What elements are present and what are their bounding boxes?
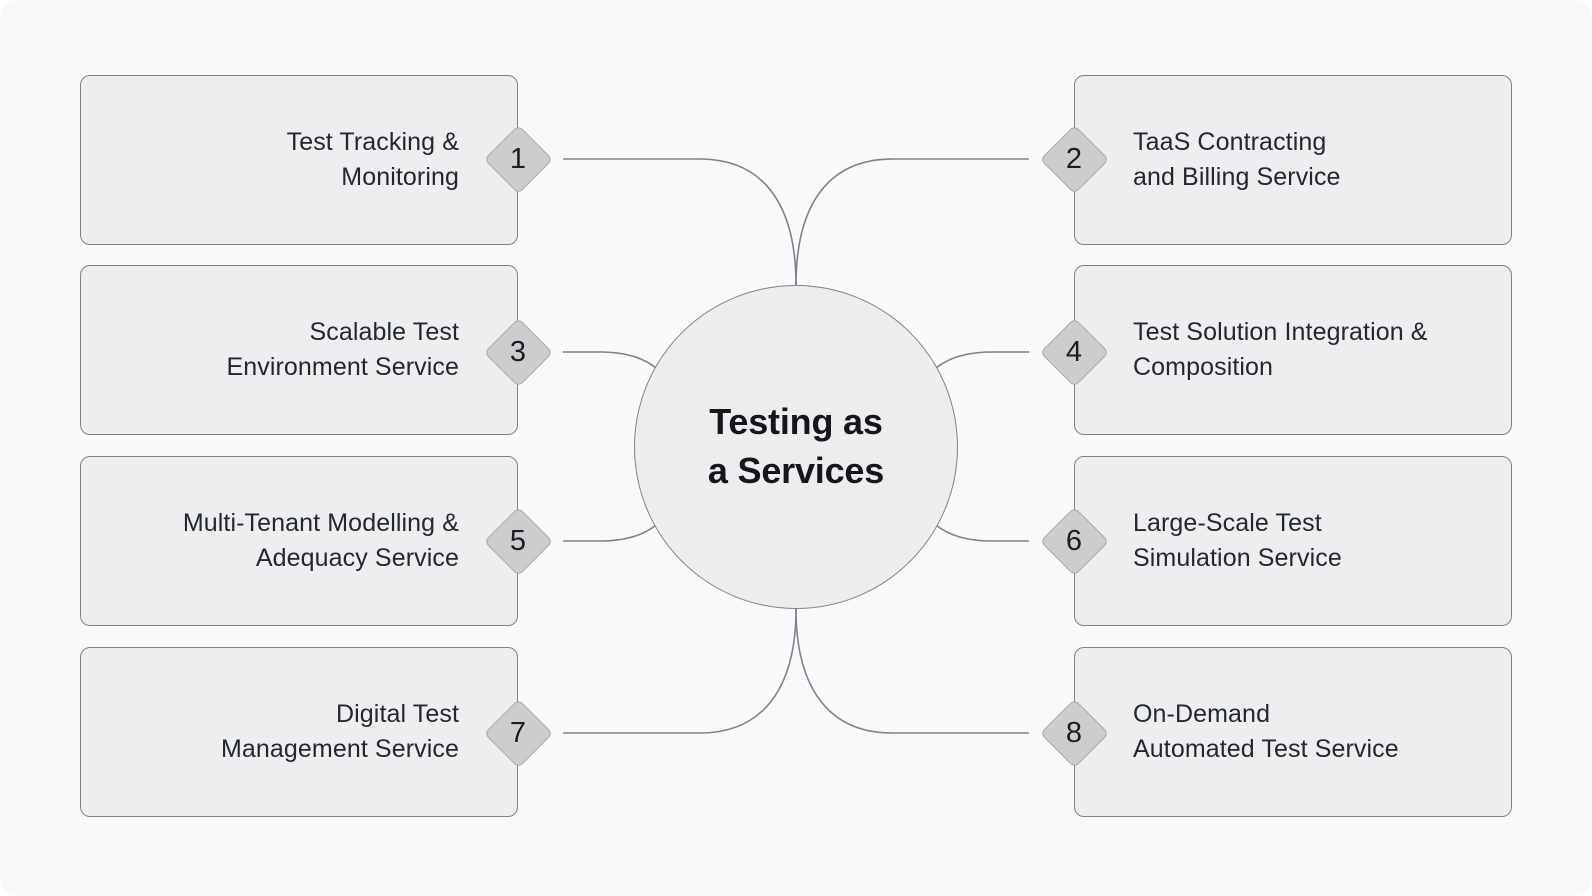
node-badge-number-2: 2 — [1065, 142, 1083, 175]
node-badge-4[interactable]: 4 — [1041, 319, 1107, 385]
node-badge-number-6: 6 — [1065, 524, 1083, 557]
node-badge-5[interactable]: 5 — [485, 508, 551, 574]
node-box-7[interactable]: Digital Test Management Service — [80, 647, 518, 817]
node-badge-2[interactable]: 2 — [1041, 126, 1107, 192]
node-label-7: Digital Test Management Service — [220, 699, 459, 764]
node-label-4: Test Solution Integration & Composition — [1133, 317, 1428, 382]
node-label-2: TaaS Contracting and Billing Service — [1133, 127, 1341, 192]
node-label-8: On-Demand Automated Test Service — [1133, 699, 1399, 764]
node-badge-6[interactable]: 6 — [1041, 508, 1107, 574]
connector-2 — [795, 158, 1029, 286]
node-badge-1[interactable]: 1 — [485, 126, 551, 192]
connector-7 — [563, 608, 797, 734]
node-badge-number-8: 8 — [1065, 716, 1083, 749]
node-box-1[interactable]: Test Tracking & Monitoring — [80, 75, 518, 245]
center-hub[interactable]: Testing as a Services — [634, 285, 958, 609]
hub-title: Testing as a Services — [707, 401, 885, 491]
node-box-3[interactable]: Scalable Test Environment Service — [80, 265, 518, 435]
node-badge-8[interactable]: 8 — [1041, 700, 1107, 766]
node-badge-number-1: 1 — [509, 142, 527, 175]
node-box-5[interactable]: Multi-Tenant Modelling & Adequacy Servic… — [80, 456, 518, 626]
node-label-5: Multi-Tenant Modelling & Adequacy Servic… — [182, 508, 459, 573]
node-badge-7[interactable]: 7 — [485, 700, 551, 766]
node-label-1: Test Tracking & Monitoring — [286, 127, 459, 192]
node-label-3: Scalable Test Environment Service — [226, 317, 459, 382]
node-badge-number-4: 4 — [1065, 335, 1083, 368]
node-badge-3[interactable]: 3 — [485, 319, 551, 385]
node-box-6[interactable]: Large-Scale Test Simulation Service — [1074, 456, 1512, 626]
node-badge-number-7: 7 — [509, 716, 527, 749]
node-label-6: Large-Scale Test Simulation Service — [1133, 508, 1342, 573]
node-badge-number-3: 3 — [509, 335, 527, 368]
node-box-4[interactable]: Test Solution Integration & Composition — [1074, 265, 1512, 435]
connector-1 — [563, 158, 797, 286]
connector-8 — [795, 608, 1029, 734]
node-box-8[interactable]: On-Demand Automated Test Service — [1074, 647, 1512, 817]
node-box-2[interactable]: TaaS Contracting and Billing Service — [1074, 75, 1512, 245]
node-badge-number-5: 5 — [509, 524, 527, 557]
